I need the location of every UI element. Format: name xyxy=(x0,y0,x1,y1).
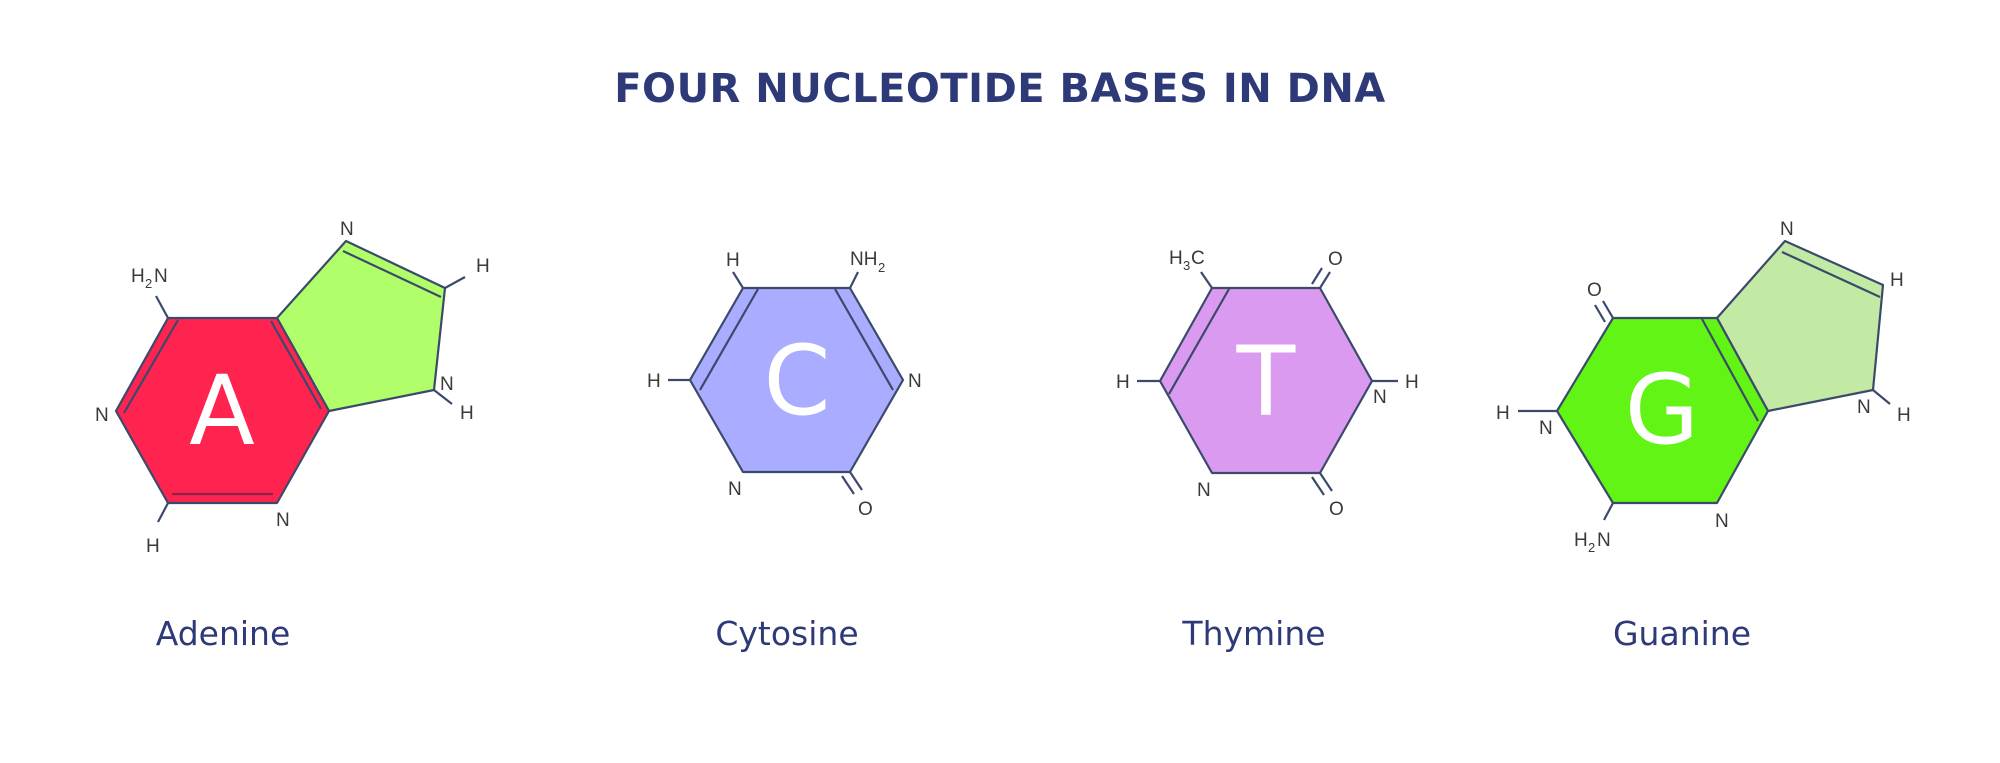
guanine-structure xyxy=(1518,239,1891,521)
guanine-amine-h: H xyxy=(1574,530,1588,551)
cytosine-n-right: N xyxy=(908,371,922,392)
adenine-h-top-right: H xyxy=(476,256,490,277)
adenine-n-bottom: N xyxy=(276,510,290,531)
cytosine-o-bottom: O xyxy=(858,499,873,520)
cytosine-name: Cytosine xyxy=(715,614,859,653)
adenine-labels: A H 2 N N N H N H N H xyxy=(95,219,490,557)
thymine-structure xyxy=(1137,267,1398,496)
cytosine-h-top: H xyxy=(726,250,740,271)
adenine-letter: A xyxy=(189,355,255,467)
thymine-methyl-h: H xyxy=(1169,248,1183,269)
cytosine-amine-n: NH xyxy=(850,249,877,270)
thymine-methyl-sub: 3 xyxy=(1183,258,1190,273)
thymine-labels: T H 3 C O H N H N O xyxy=(1116,248,1419,520)
cytosine-letter: C xyxy=(763,325,830,437)
thymine-n-right: N xyxy=(1373,387,1387,408)
cytosine-h-left: H xyxy=(647,371,661,392)
adenine-h-right: H xyxy=(460,403,474,424)
adenine-amine-sub: 2 xyxy=(145,276,152,291)
thymine-letter: T xyxy=(1236,326,1296,438)
cytosine-labels: C H NH 2 H N N O xyxy=(647,249,922,520)
guanine-amine-sub: 2 xyxy=(1588,540,1595,555)
guanine-h-top-right: H xyxy=(1890,270,1904,291)
adenine-amine-h: H xyxy=(131,266,145,287)
thymine-n-bottom: N xyxy=(1197,480,1211,501)
cytosine-structure xyxy=(668,271,905,495)
diagram-title: FOUR NUCLEOTIDE BASES IN DNA xyxy=(614,66,1386,112)
adenine-pyrimidine-ring xyxy=(114,316,331,505)
guanine-labels: G O H N H 2 N N N H N H xyxy=(1496,219,1911,555)
adenine-n-right: N xyxy=(440,374,454,395)
adenine-name: Adenine xyxy=(155,614,291,653)
guanine-h-left: H xyxy=(1496,403,1510,424)
adenine-n-top: N xyxy=(340,219,354,240)
guanine-letter: G xyxy=(1625,354,1699,466)
thymine-methyl-c: C xyxy=(1191,248,1205,269)
guanine-name: Guanine xyxy=(1612,614,1751,653)
guanine-amine-n: N xyxy=(1597,530,1611,551)
adenine-n-left: N xyxy=(95,405,109,426)
thymine-h-left: H xyxy=(1116,372,1130,393)
cytosine-amine-sub: 2 xyxy=(878,260,885,275)
guanine-o-top: O xyxy=(1587,280,1602,301)
thymine-name: Thymine xyxy=(1182,614,1326,653)
guanine-n-left: N xyxy=(1539,418,1553,439)
thymine-o-top: O xyxy=(1328,249,1343,270)
guanine-n-top: N xyxy=(1780,219,1794,240)
thymine-o-bottom: O xyxy=(1329,499,1344,520)
guanine-n-bottom: N xyxy=(1715,511,1729,532)
thymine-h-right: H xyxy=(1405,372,1419,393)
adenine-h-bottom: H xyxy=(146,536,160,557)
guanine-n-right: N xyxy=(1857,397,1871,418)
adenine-amine-n: N xyxy=(154,266,168,287)
cytosine-n-bottom: N xyxy=(728,479,742,500)
guanine-h-right: H xyxy=(1897,405,1911,426)
adenine-structure xyxy=(114,239,466,523)
